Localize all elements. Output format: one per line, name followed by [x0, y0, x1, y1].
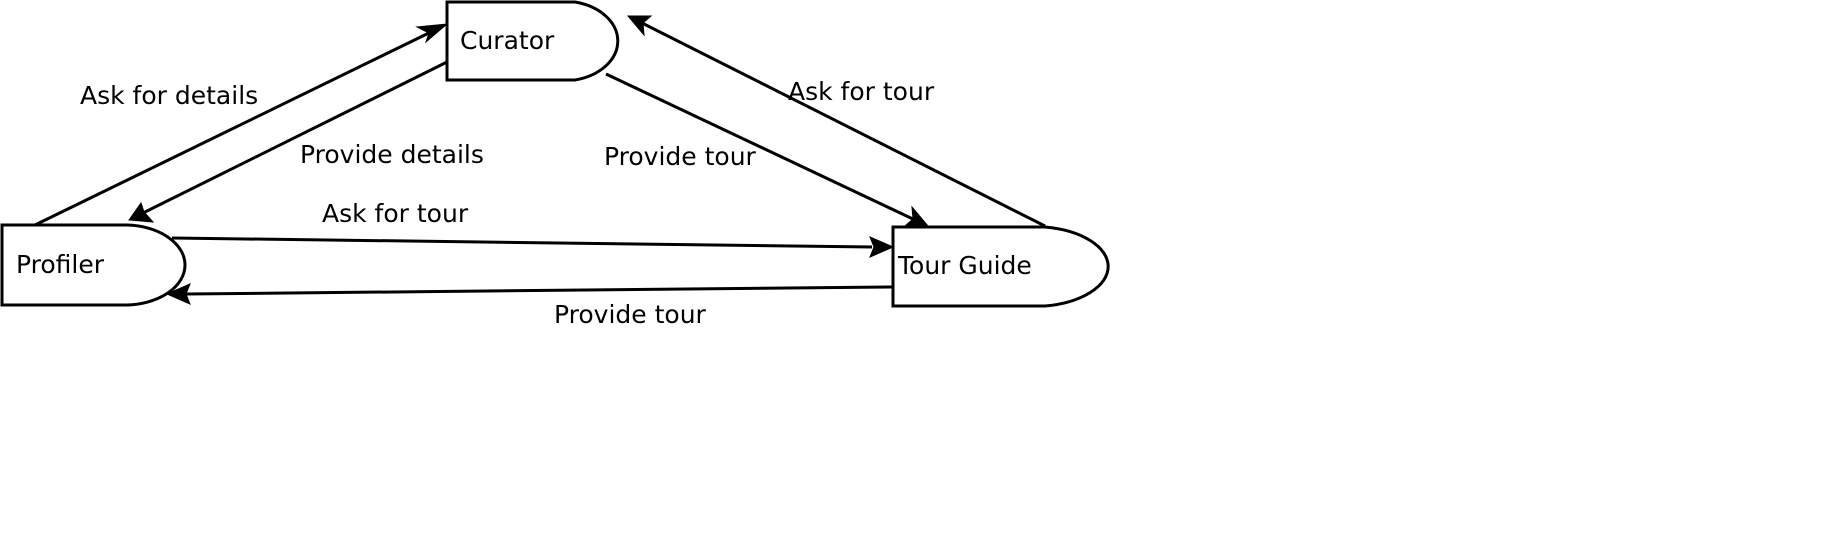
node-profiler: Profiler — [0, 223, 187, 307]
edge-label-provide-details: Provide details — [300, 140, 484, 169]
node-curator: Curator — [445, 0, 620, 82]
arrowhead-icon — [415, 23, 449, 44]
node-profiler-shape — [0, 223, 187, 307]
arrowhead-icon — [626, 15, 653, 37]
edge-curator-to-profiler: Provide details — [128, 60, 484, 223]
node-curator-shape — [445, 0, 620, 82]
node-tour-guide-label: Tour Guide — [897, 251, 1032, 280]
edge-label-provide-tour-curator: Provide tour — [604, 142, 757, 171]
edge-tour-guide-to-profiler: Provide tour — [165, 283, 894, 329]
edge-label-provide-tour-bottom: Provide tour — [554, 300, 707, 329]
edge-profiler-to-tour-guide: Ask for tour — [171, 199, 895, 258]
node-tour-guide: Tour Guide — [891, 225, 1110, 308]
node-tour-guide-shape — [891, 225, 1110, 308]
node-profiler-label: Profiler — [16, 250, 105, 279]
edge-profiler-to-curator: Ask for details — [34, 23, 449, 227]
arrowhead-icon — [869, 236, 895, 258]
arrowhead-icon — [165, 283, 191, 305]
edge-label-ask-for-tour-top: Ask for tour — [788, 77, 935, 106]
arrowhead-icon — [128, 201, 155, 223]
edge-curator-to-tour-guide: Provide tour — [604, 72, 930, 227]
edge-tour-guide-to-curator: Ask for tour — [626, 15, 1046, 228]
node-curator-label: Curator — [460, 26, 555, 55]
edge-label-ask-for-tour-bottom: Ask for tour — [322, 199, 469, 228]
edge-label-ask-for-details: Ask for details — [80, 81, 258, 110]
